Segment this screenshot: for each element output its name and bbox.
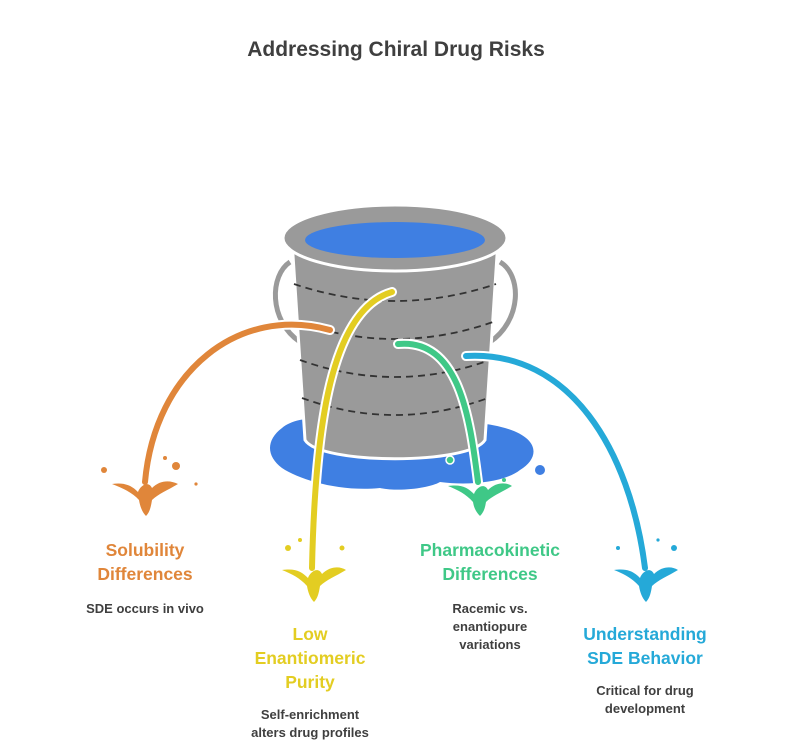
puddle-drop [535,465,545,475]
heading-line: Understanding [583,624,707,644]
item-purity-description: Self-enrichment alters drug profiles [215,706,405,742]
yellow-stream [282,287,397,602]
blue-stream [461,350,678,602]
description-line: Self-enrichment [260,707,360,722]
description-line: alters drug profiles [251,725,369,740]
heading-line: Low [292,624,328,644]
heading-line: Purity [285,672,335,692]
description-line: Racemic vs. [452,601,528,616]
description-line: enantiopure [452,619,528,634]
item-sde-behavior-heading: Understanding SDE Behavior [555,622,735,670]
heading-line: Pharmacokinetic [419,540,561,560]
description-line: development [604,701,686,716]
description-line: variations [459,637,521,652]
heading-line: Enantiomeric [254,648,366,668]
heading-line: Differences [97,564,193,584]
heading-line: Differences [442,564,538,584]
bucket-body [290,238,500,461]
item-purity-heading: Low Enantiomeric Purity [225,622,395,694]
diagram-title: Addressing Chiral Drug Risks [247,38,545,61]
item-pharmacokinetic-description: Racemic vs. enantiopure variations [405,600,575,654]
item-sde-behavior-description: Critical for drug development [560,682,730,718]
description-line: Critical for drug [596,683,694,698]
item-solubility-heading: Solubility Differences [60,538,230,586]
heading-line: Solubility [105,540,185,560]
green-stream [393,338,512,516]
item-pharmacokinetic-heading: Pharmacokinetic Differences [395,538,585,586]
bucket-water [305,222,485,258]
orange-stream [101,319,335,516]
item-solubility-description: SDE occurs in vivo [60,600,230,618]
heading-line: SDE Behavior [587,648,703,668]
description-line: SDE occurs in vivo [86,601,204,616]
